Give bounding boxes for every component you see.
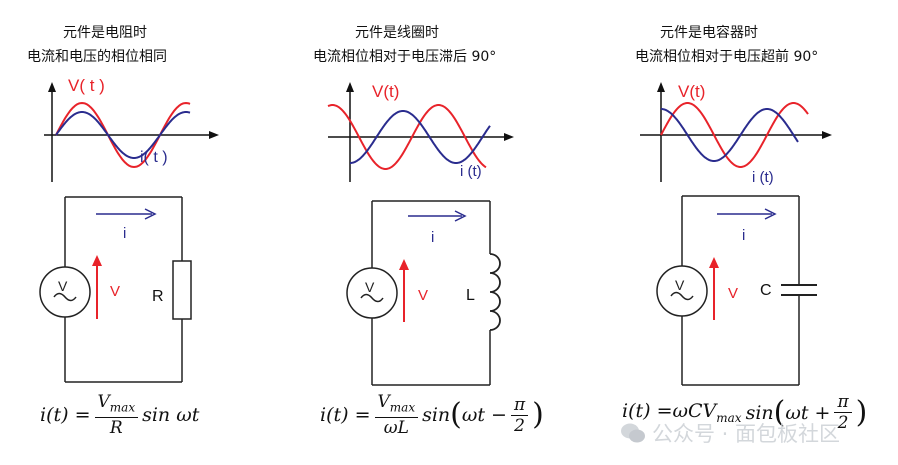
formula-inner: ωt + — [785, 401, 831, 424]
x-axis-arrow-icon — [822, 131, 832, 139]
component-label: R — [152, 288, 164, 305]
current-formula: i(t) = Vmax ωL sin ( ωt − π 2 ) — [320, 392, 544, 439]
current-wave-label: i( t ) — [140, 149, 168, 166]
formula-lhs: i(t) = — [40, 404, 91, 427]
caption-phase: 电流和电压的相位相同 — [27, 49, 167, 65]
component-label: L — [466, 287, 475, 304]
svg-text:V: V — [365, 279, 375, 295]
ac-source-icon: V — [656, 265, 708, 317]
formula-pi-fraction: π 2 — [834, 392, 852, 433]
inductor-diagram: V(t) i (t) V L i V — [327, 82, 514, 386]
formula-sin: sin — [422, 404, 451, 427]
x-axis-arrow-icon — [209, 131, 219, 139]
ac-source-icon: V — [39, 266, 91, 318]
component-label: C — [760, 282, 772, 299]
y-axis-arrow-icon — [657, 82, 665, 92]
formula-lhs: i(t) = — [320, 404, 371, 427]
svg-text:V: V — [58, 278, 68, 294]
watermark-text: 公众号 · 面包板社区 — [652, 422, 841, 446]
panel-resistor: 元件是电阻时 电流和电压的相位相同 V( t ) i( t ) V R i — [0, 0, 300, 465]
caption-phase: 电流相位相对于电压超前 90° — [635, 49, 819, 65]
current-label: i — [742, 227, 745, 244]
ac-source-icon: V — [346, 267, 398, 319]
voltage-wave — [327, 104, 487, 170]
capacitor-icon — [781, 284, 817, 296]
voltage-wave-label: V(t) — [678, 82, 705, 101]
resistor-icon — [172, 260, 192, 320]
caption-phase: 电流相位相对于电压滞后 90° — [313, 49, 497, 65]
voltage-label: V — [728, 285, 738, 302]
circuit — [371, 200, 491, 386]
voltage-wave-label: V( t ) — [68, 76, 105, 95]
svg-text:V: V — [675, 277, 685, 293]
current-formula: i(t) =ωCVmax sin ( ωt + π 2 ) — [622, 392, 868, 433]
panel-capacitor: 元件是电容器时 电流相位相对于电压超前 90° V(t) i (t) V C — [600, 0, 898, 465]
voltage-wave-label: V(t) — [372, 82, 399, 101]
formula-sin: sin ωt — [142, 404, 200, 427]
capacitor-diagram: V(t) i (t) V C i V — [640, 82, 832, 386]
caption-title: 元件是线圈时 — [355, 25, 439, 41]
circuit — [681, 195, 800, 386]
formula-sin: sin — [745, 401, 774, 424]
voltage-label: V — [418, 287, 428, 304]
panel-inductor: 元件是线圈时 电流相位相对于电压滞后 90° V(t) i (t) V L i — [300, 0, 600, 465]
current-label: i — [431, 229, 434, 246]
current-label: i — [123, 225, 126, 242]
voltage-wave — [660, 102, 809, 168]
x-axis-arrow-icon — [504, 133, 514, 141]
current-wave — [661, 108, 799, 162]
current-wave-label: i (t) — [752, 169, 774, 186]
wechat-icon — [621, 423, 645, 443]
caption-title: 元件是电容器时 — [660, 25, 758, 41]
current-wave — [55, 111, 191, 159]
circuit — [64, 196, 183, 383]
formula-inner: ωt − — [461, 404, 507, 427]
resistor-diagram: V( t ) i( t ) V R i V — [39, 76, 219, 383]
y-axis-arrow-icon — [346, 82, 354, 92]
voltage-wave — [55, 101, 191, 169]
current-wave — [350, 110, 491, 164]
current-wave-label: i (t) — [460, 163, 482, 180]
formula-lhs: i(t) =ωCVmax — [622, 400, 742, 425]
voltage-label: V — [110, 283, 120, 300]
formula-fraction: Vmax R — [94, 392, 139, 438]
formula-fraction: Vmax ωL — [374, 392, 419, 438]
current-formula: i(t) = Vmax R sin ωt — [40, 392, 199, 438]
inductor-coil-icon — [489, 253, 501, 331]
caption-title: 元件是电阻时 — [63, 25, 147, 41]
formula-pi-fraction: π 2 — [510, 395, 529, 436]
y-axis-arrow-icon — [48, 82, 56, 92]
watermark: 公众号 · 面包板社区 — [620, 418, 840, 448]
